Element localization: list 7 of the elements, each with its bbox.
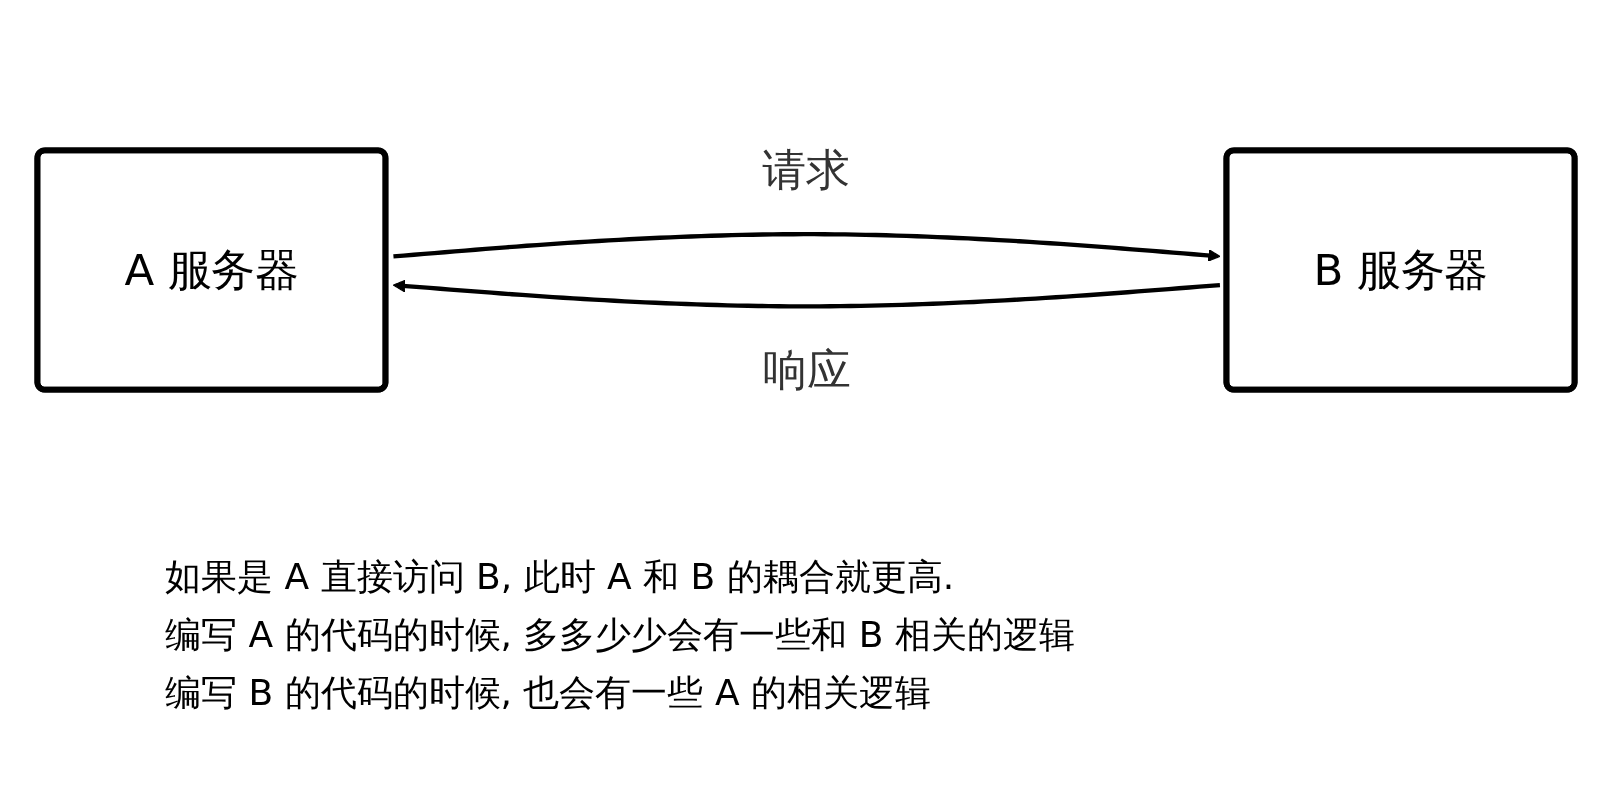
arrow xyxy=(393,232,1221,262)
server-box: B 服务器 xyxy=(1223,147,1578,393)
note-text: 如果是 A 直接访问 B, 此时 A 和 B 的耦合就更高. xyxy=(165,556,955,597)
arrow xyxy=(392,279,1221,309)
note-text: 编写 B 的代码的时候, 也会有一些 A 的相关逻辑 xyxy=(165,672,931,713)
note-text: 编写 A 的代码的时候, 多多少少会有一些和 B 相关的逻辑 xyxy=(165,614,1075,655)
server-box: A 服务器 xyxy=(34,147,389,393)
